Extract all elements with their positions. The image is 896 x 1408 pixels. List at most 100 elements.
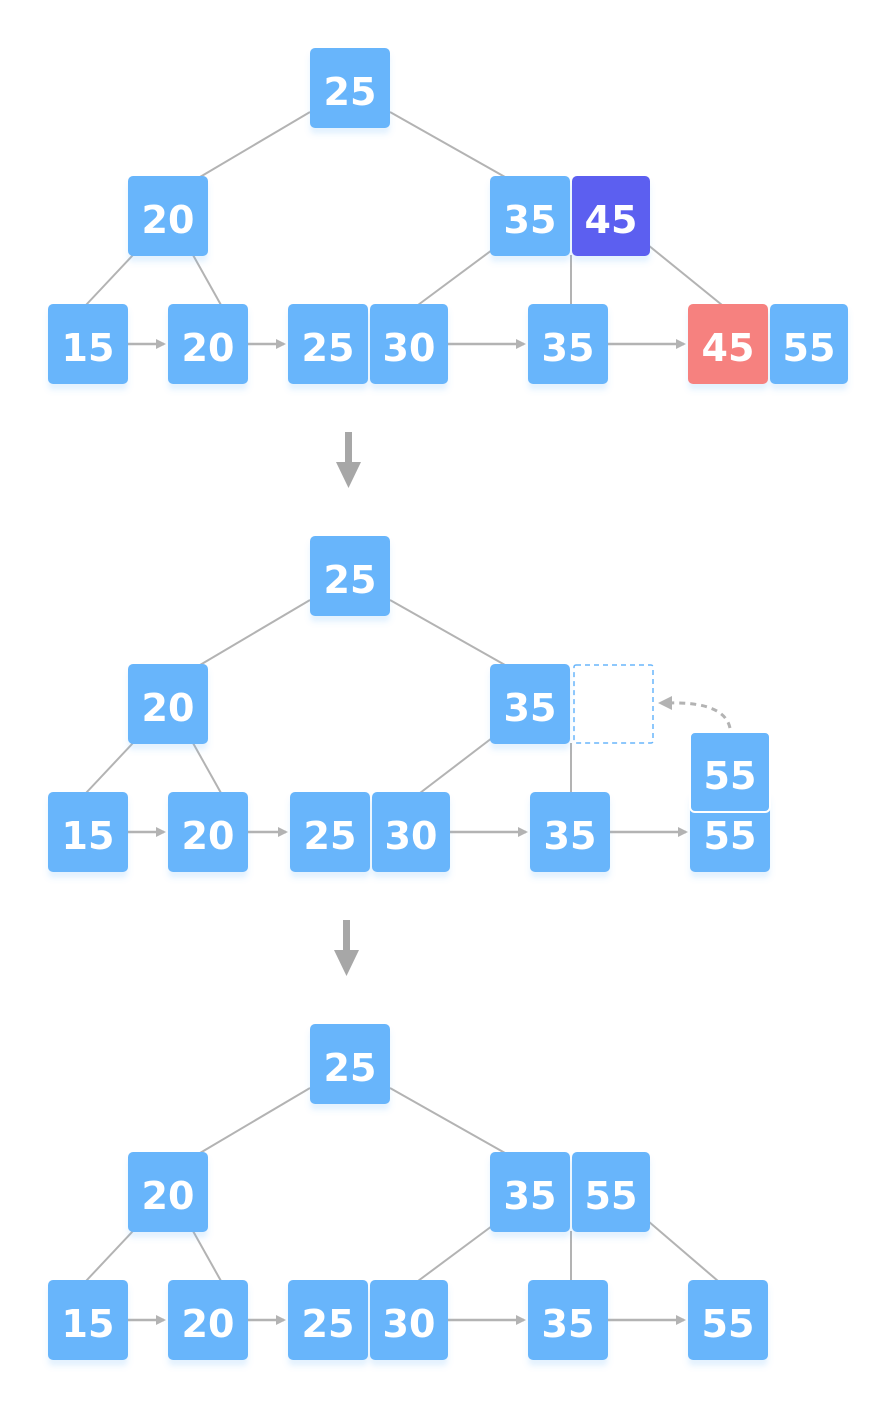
stage-3-leaf-4: 35 [528,1280,608,1360]
stage-3-leaf-1: 15 [48,1280,128,1360]
node-key: 55 [585,1174,638,1218]
empty-key-slot-placeholder [573,664,654,744]
node-cell [128,664,208,744]
node-cell [370,304,448,384]
stage-3-root-node: 25 [310,1024,390,1104]
down-arrow-icon [334,920,359,976]
node-key: 35 [544,814,597,858]
stage-1-leaf-4: 35 [528,304,608,384]
moving-key-value: 55 [704,754,757,798]
stage-1-root-node: 25 [310,48,390,128]
edge-right-to-leaf5 [647,244,723,306]
node-cell [490,176,570,256]
node-key: 25 [324,1046,377,1090]
stage-3-leaf-5: 55 [688,1280,768,1360]
node-key: 15 [62,326,115,370]
edge-root-to-right [389,1087,506,1154]
curved-dashed-arrow-icon [667,701,732,729]
node-cell-highlighted [572,176,650,256]
stage-2-internal-left-node: 20 [128,664,208,744]
node-key: 20 [182,814,235,858]
edge-left-to-leaf2 [192,742,222,794]
stage-1: 25 20 35 45 15 20 25 30 35 [48,48,848,384]
edge-left-to-leaf2 [192,1230,222,1282]
edge-root-to-left [199,111,311,178]
node-key-highlighted: 45 [702,326,755,370]
node-key: 25 [304,814,357,858]
node-cell [168,792,248,872]
stage-2-leaf-2: 20 [168,792,248,872]
node-key: 55 [702,1302,755,1346]
moving-key-cell [689,731,771,813]
node-key: 15 [62,1302,115,1346]
node-cell [310,48,390,128]
node-key: 20 [182,1302,235,1346]
edge-right-to-leaf3 [417,249,493,306]
node-key: 25 [324,558,377,602]
curved-arrow-head [658,696,672,710]
node-key: 30 [385,814,438,858]
node-cell [372,792,450,872]
node-cell [290,792,370,872]
stage-1-leaf-3: 25 30 [288,304,448,384]
edge-root-to-left [199,1087,311,1154]
node-key: 15 [62,814,115,858]
stage-1-internal-left-node: 20 [128,176,208,256]
node-cell [528,1280,608,1360]
stage-1-internal-right-node: 35 45 [490,176,650,256]
stage-2-leaf-4: 35 [530,792,610,872]
node-key: 20 [142,1174,195,1218]
stage-3-internal-right-node: 35 55 [490,1152,650,1232]
edge-left-to-leaf1 [85,254,134,306]
node-key-highlighted: 45 [585,198,638,242]
node-key: 20 [142,198,195,242]
stage-1-leaf-5: 45 55 [688,304,848,384]
node-key: 30 [383,1302,436,1346]
node-cell [528,304,608,384]
stage-3: 25 20 35 55 15 20 25 30 35 [48,1024,768,1360]
node-key: 35 [542,1302,595,1346]
node-cell [168,304,248,384]
node-cell [128,176,208,256]
node-cell [530,792,610,872]
node-key: 55 [704,814,757,858]
node-cell [310,536,390,616]
stage-2-edges [85,599,572,794]
node-key: 35 [542,326,595,370]
moving-key-55: 55 [689,731,771,813]
node-key: 35 [504,686,557,730]
stage-2-root-node: 25 [310,536,390,616]
node-cell [48,1280,128,1360]
stage-3-internal-left-node: 20 [128,1152,208,1232]
node-key: 35 [504,1174,557,1218]
node-cell [48,304,128,384]
down-arrow-icon [336,432,361,488]
node-key: 25 [324,70,377,114]
node-cell [48,792,128,872]
node-cell [288,304,368,384]
stage-2-leaf-3: 25 30 [290,792,450,872]
node-cell [288,1280,368,1360]
node-cell [310,1024,390,1104]
stage-2: 25 20 35 15 20 25 30 35 [48,536,771,872]
node-cell-highlighted [688,304,768,384]
node-key: 35 [504,198,557,242]
edge-left-to-leaf1 [85,1230,134,1282]
stage-2-internal-right-node: 35 [490,664,570,744]
node-cell [770,304,848,384]
node-cell [370,1280,448,1360]
stage-2-leaf-1: 15 [48,792,128,872]
node-key: 20 [182,326,235,370]
stage-3-edges [85,1087,719,1282]
node-cell [490,664,570,744]
stage-1-leaf-2: 20 [168,304,248,384]
node-cell [490,1152,570,1232]
stage-3-leaf-3: 25 30 [288,1280,448,1360]
edge-right-to-leaf3 [417,1225,493,1282]
node-key: 30 [383,326,436,370]
node-key: 55 [783,326,836,370]
node-key: 20 [142,686,195,730]
edge-root-to-right [389,111,506,178]
node-key: 25 [302,1302,355,1346]
